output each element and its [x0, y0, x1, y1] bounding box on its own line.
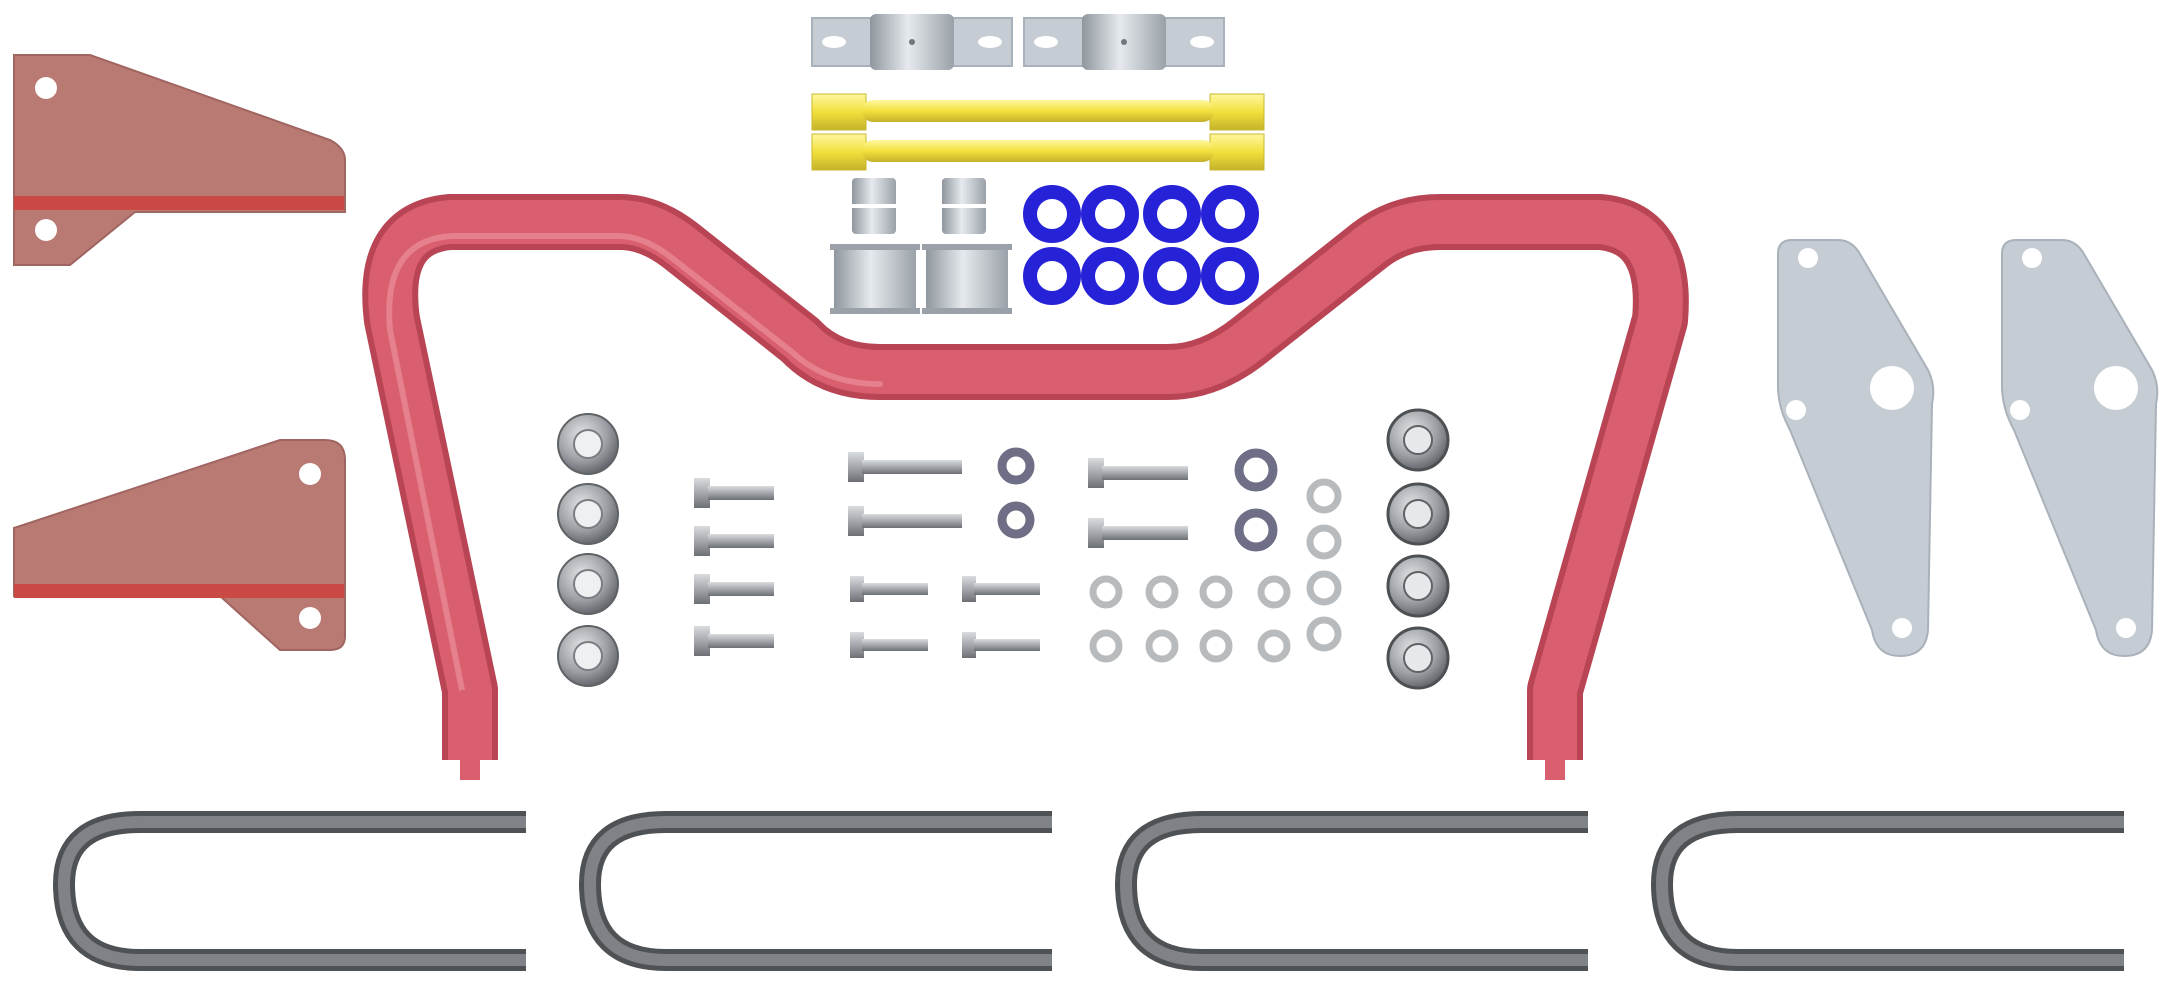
bushing-large-2 — [922, 244, 1012, 314]
bolt — [850, 632, 928, 658]
washer — [1234, 448, 1278, 492]
bolt — [694, 574, 774, 604]
bolt — [694, 526, 774, 556]
bushing-small-1 — [852, 178, 896, 234]
clamp-plate-left — [811, 14, 1013, 70]
link-rod-top — [811, 93, 1265, 131]
bolts-column-a — [694, 478, 774, 656]
washer — [997, 501, 1035, 539]
washer — [1199, 629, 1233, 663]
washer — [1145, 629, 1179, 663]
left-bracket-bottom — [13, 439, 346, 651]
washers-small — [1089, 478, 1342, 663]
blue-ring — [1201, 185, 1259, 243]
u-bolt — [52, 811, 526, 971]
washer — [1257, 629, 1291, 663]
bolt — [962, 632, 1040, 658]
link-rod-bottom — [811, 133, 1265, 171]
bolt — [848, 452, 962, 482]
blue-rings — [1023, 185, 1259, 305]
bolt — [962, 576, 1040, 602]
blue-ring — [1081, 185, 1139, 243]
washers-dark — [997, 447, 1278, 552]
washer — [1089, 629, 1123, 663]
washer — [1306, 570, 1342, 606]
nut — [557, 553, 619, 615]
washer — [1199, 575, 1233, 609]
washer — [1089, 575, 1123, 609]
nut — [557, 413, 619, 475]
u-bolt — [1114, 811, 1588, 971]
blue-ring — [1143, 185, 1201, 243]
end-link-right-1 — [1777, 239, 1935, 658]
u-bolt — [1650, 811, 2124, 971]
washer — [1234, 508, 1278, 552]
blue-ring — [1143, 247, 1201, 305]
u-bolt — [578, 811, 1052, 971]
bolts-short-grid — [850, 576, 1040, 658]
bolt — [1088, 518, 1188, 548]
clamp-plate-right — [1023, 14, 1225, 70]
blue-ring — [1023, 185, 1081, 243]
bolt — [694, 626, 774, 656]
nut — [557, 483, 619, 545]
bolt — [1088, 458, 1188, 488]
washer — [1145, 575, 1179, 609]
bolt — [850, 576, 928, 602]
left-bracket-top — [13, 54, 346, 266]
nut — [1386, 408, 1450, 472]
bushing-large-1 — [830, 244, 920, 314]
nuts-left — [557, 413, 619, 687]
blue-ring — [1023, 247, 1081, 305]
end-link-right-2 — [2001, 239, 2159, 658]
washer — [997, 447, 1035, 485]
nut — [1386, 626, 1450, 690]
bolt — [848, 506, 962, 536]
nuts-right — [1386, 408, 1450, 690]
bolts-long — [848, 452, 1188, 548]
bushing-small-2 — [942, 178, 986, 234]
nut — [1386, 554, 1450, 618]
bolt — [694, 478, 774, 508]
washer — [1306, 524, 1342, 560]
nut — [1386, 482, 1450, 546]
washer — [1257, 575, 1291, 609]
nut — [557, 625, 619, 687]
sway-bar — [362, 194, 1689, 780]
washer — [1306, 478, 1342, 514]
washer — [1306, 616, 1342, 652]
blue-ring — [1201, 247, 1259, 305]
blue-ring — [1081, 247, 1139, 305]
u-bolts — [52, 811, 2124, 971]
